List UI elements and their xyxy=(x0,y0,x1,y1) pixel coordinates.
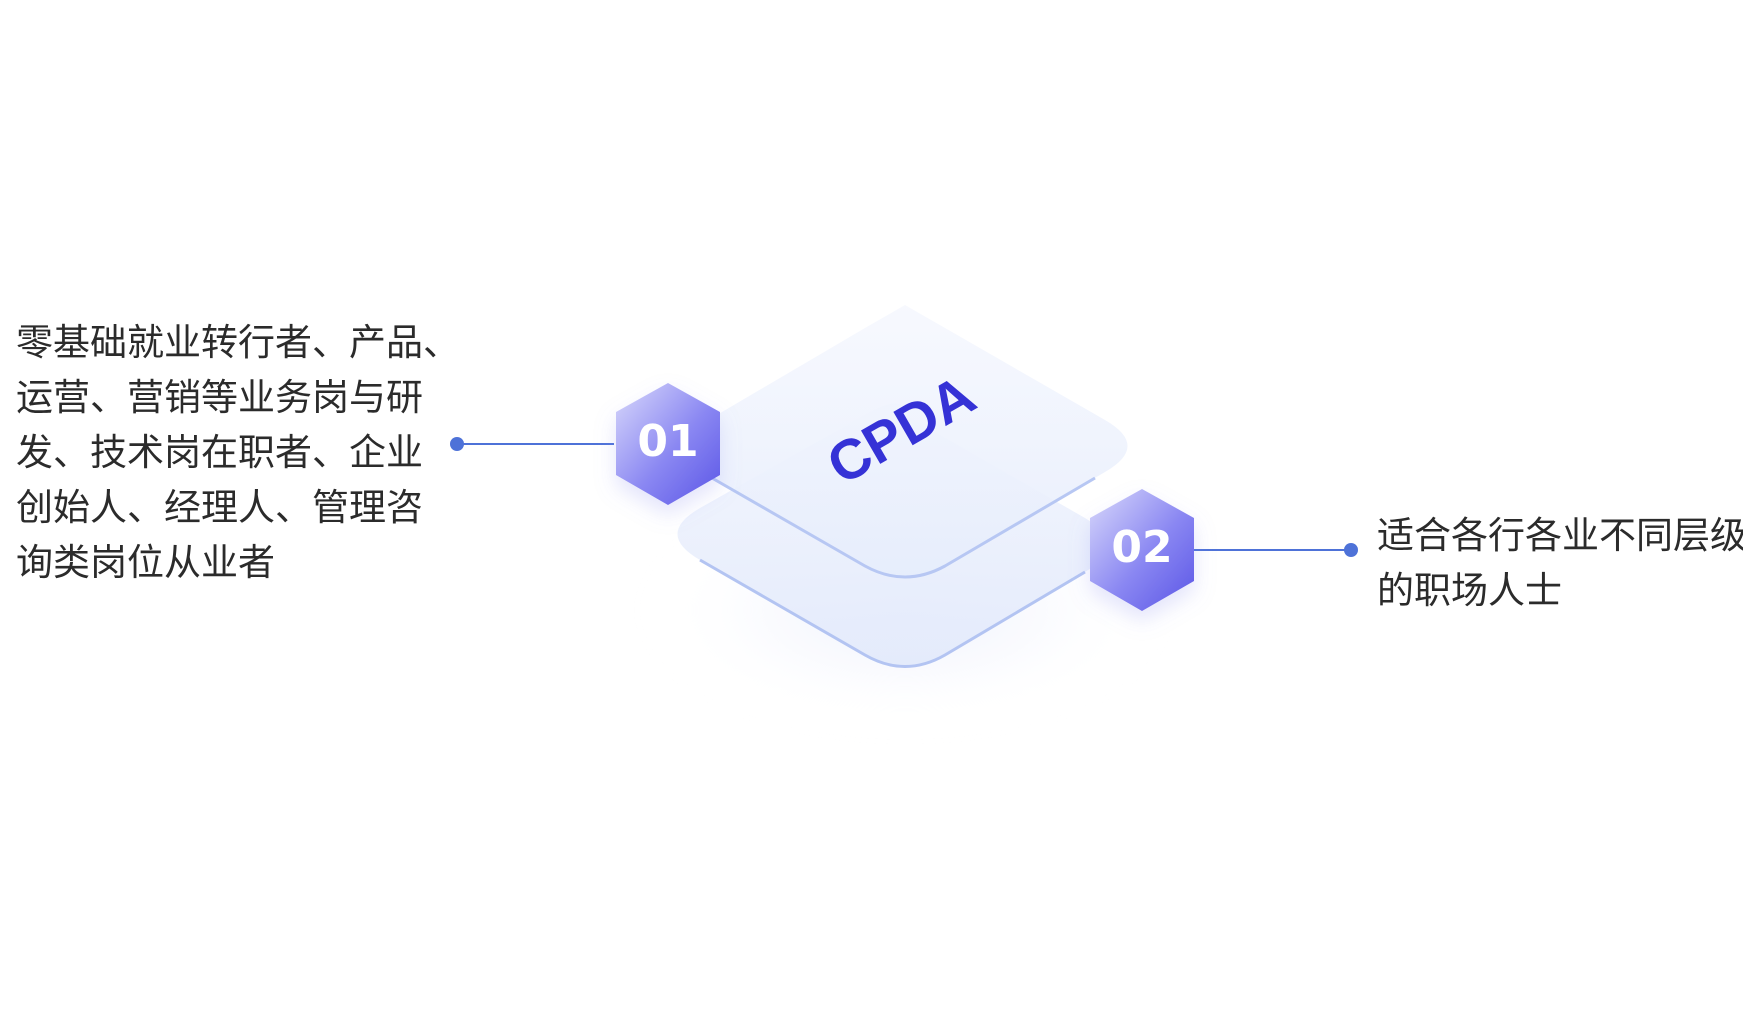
item-01-line: 创始人、经理人、管理咨 xyxy=(16,486,423,529)
connector-dot-01 xyxy=(450,437,464,451)
item-01-line: 询类岗位从业者 xyxy=(16,541,275,584)
badge-01-number: 01 xyxy=(637,416,698,467)
item-02-line: 的职场人士 xyxy=(1377,569,1562,612)
item-02-description: 适合各行各业不同层级 的职场人士 xyxy=(1377,508,1743,618)
badge-02-number: 02 xyxy=(1111,522,1172,573)
item-01-description: 零基础就业转行者、产品、 运营、营销等业务岗与研 发、技术岗在职者、企业 创始人… xyxy=(16,315,460,590)
item-01-line: 运营、营销等业务岗与研 xyxy=(16,376,423,419)
item-01-line: 发、技术岗在职者、企业 xyxy=(16,431,423,474)
top-plate xyxy=(682,305,1128,577)
top-plate-edge xyxy=(704,472,1096,579)
badge-02 xyxy=(1090,489,1194,611)
bottom-plate-edge xyxy=(699,558,1086,668)
badge-01 xyxy=(616,383,720,505)
item-01-line: 零基础就业转行者、产品、 xyxy=(16,321,460,364)
item-02-line: 适合各行各业不同层级 xyxy=(1377,514,1743,557)
connector-dot-02 xyxy=(1344,543,1358,557)
